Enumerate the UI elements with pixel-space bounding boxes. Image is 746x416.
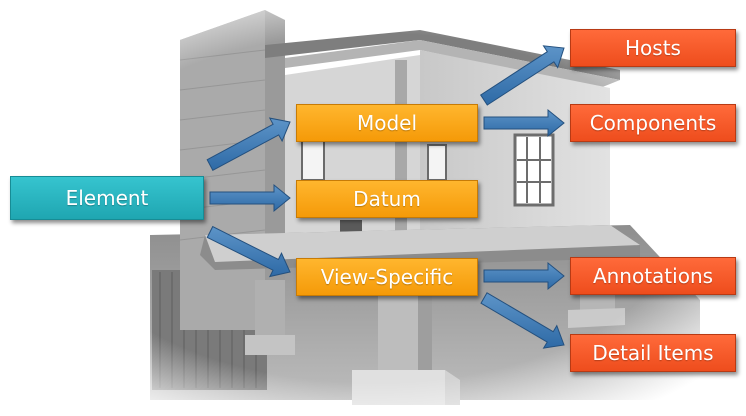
components-node: Components	[570, 104, 736, 142]
arrow-view-specific-to-annotations	[483, 261, 565, 291]
view-specific-node-label: View-Specific	[320, 265, 454, 289]
arrow-element-to-model	[206, 117, 291, 171]
model-node: Model	[296, 104, 478, 142]
hosts-node: Hosts	[570, 29, 736, 67]
model-node-label: Model	[356, 111, 418, 135]
arrow-model-to-hosts	[480, 45, 565, 106]
detail-items-node: Detail Items	[570, 334, 736, 372]
detail-items-node-label: Detail Items	[592, 341, 714, 365]
element-node: Element	[10, 176, 204, 220]
annotations-node-label: Annotations	[592, 264, 714, 288]
arrow-model-to-components	[483, 108, 565, 138]
element-node-label: Element	[65, 186, 149, 210]
annotations-node: Annotations	[570, 257, 736, 295]
datum-node: Datum	[296, 180, 478, 218]
datum-node-label: Datum	[353, 187, 421, 211]
arrow-element-to-datum	[209, 183, 291, 213]
arrow-element-to-view-specific	[206, 225, 291, 278]
components-node-label: Components	[589, 111, 717, 135]
hosts-node-label: Hosts	[625, 36, 681, 60]
arrow-view-specific-to-detail-items	[480, 292, 565, 349]
view-specific-node: View-Specific	[296, 258, 478, 296]
